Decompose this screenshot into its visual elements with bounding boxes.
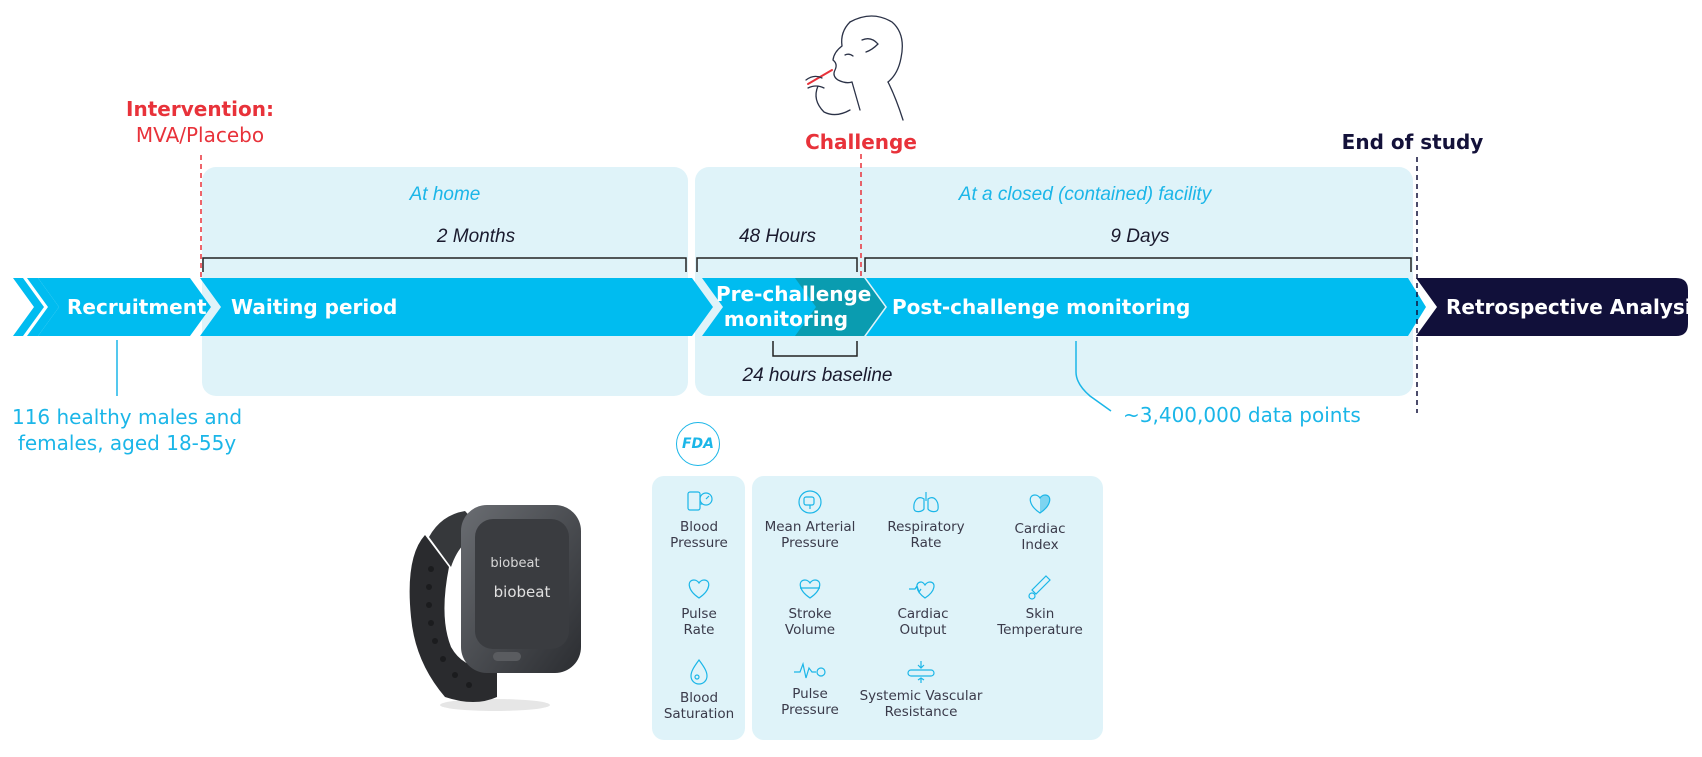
intervention-title: Intervention: xyxy=(126,97,274,121)
bracket-post xyxy=(864,257,1412,272)
blood-pressure-icon xyxy=(687,491,713,511)
end-of-study-label: End of study xyxy=(1341,130,1484,154)
stage-waiting: Waiting period xyxy=(231,295,398,319)
intervention-subtitle: MVA/Placebo xyxy=(135,123,265,147)
half-heart-icon xyxy=(1029,494,1051,514)
participants-line1: 116 healthy males and xyxy=(11,405,243,429)
bracket-baseline xyxy=(772,341,858,357)
duration-post: 9 Days xyxy=(1110,226,1170,247)
challenge-label: Challenge xyxy=(805,130,917,154)
heart-split-icon xyxy=(799,579,821,599)
gauge-icon xyxy=(798,490,822,514)
waveform-icon xyxy=(794,661,826,679)
recruitment-chevron-2 xyxy=(27,278,59,336)
zone-home-label: At home xyxy=(409,184,481,205)
zone-facility-label: At a closed (contained) facility xyxy=(958,184,1212,205)
post-challenge-arrow xyxy=(866,278,1426,336)
device-logo-top: biobeat xyxy=(490,556,539,571)
stage-pre-line2: monitoring xyxy=(723,307,849,331)
recruitment-chevron-1 xyxy=(13,278,44,336)
data-points-note: ~3,400,000 data points xyxy=(1123,403,1361,427)
other-metrics-panel xyxy=(752,476,1103,740)
fda-metrics-panel xyxy=(652,476,745,740)
thermometer-icon xyxy=(1028,575,1051,600)
recruitment-arrow xyxy=(38,278,211,336)
data-points-leader xyxy=(1075,341,1112,412)
duration-baseline: 24 hours baseline xyxy=(742,365,893,386)
challenge-person-icon xyxy=(805,15,904,121)
stage-pre-line1: Pre-challenge xyxy=(716,282,872,306)
heart-pulse-icon xyxy=(909,581,935,599)
bracket-pre xyxy=(696,257,858,272)
stage-retrospective: Retrospective Analysis xyxy=(1446,295,1702,319)
fda-badge: FDA xyxy=(676,422,720,466)
duration-pre: 48 Hours xyxy=(738,226,817,247)
device-logo-screen: biobeat xyxy=(494,583,551,601)
drop-icon xyxy=(690,658,708,685)
stage-recruitment: Recruitment xyxy=(67,295,207,319)
bracket-waiting xyxy=(202,257,687,272)
biobeat-device: biobeat biobeat xyxy=(409,505,581,711)
vessel-icon xyxy=(907,661,935,683)
duration-waiting: 2 Months xyxy=(436,226,516,247)
participants-line2: females, aged 18-55y xyxy=(17,431,237,455)
baseline-segment xyxy=(795,278,885,336)
waiting-arrow xyxy=(200,278,713,336)
heart-icon xyxy=(688,579,710,599)
retrospective-arrow xyxy=(1416,278,1688,336)
stage-post: Post-challenge monitoring xyxy=(892,295,1191,319)
fda-badge-text: FDA xyxy=(681,436,715,452)
lungs-icon xyxy=(913,492,939,513)
